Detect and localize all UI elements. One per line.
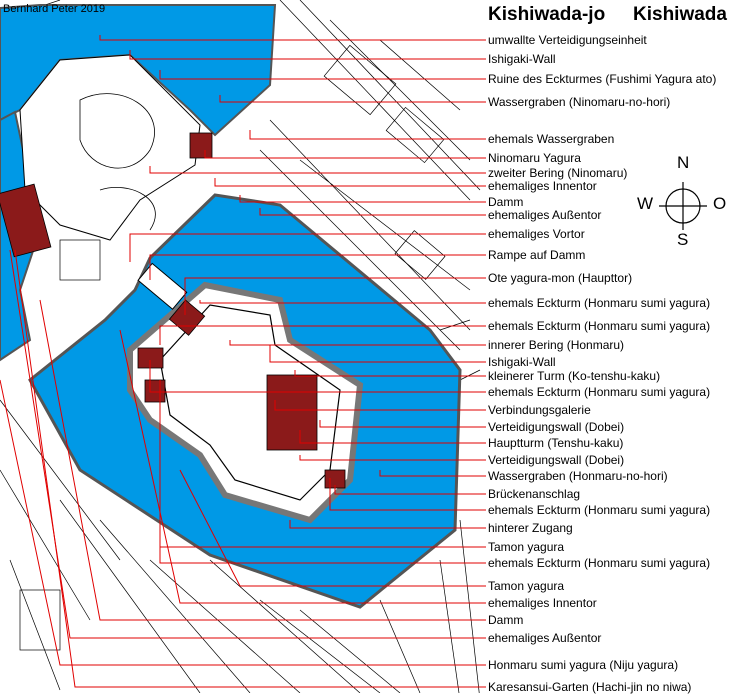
street-grid (0, 0, 481, 693)
leader-line (289, 520, 486, 529)
sumi-yagura-2 (144, 379, 166, 403)
map-label: kleinerer Turm (Ko-tenshu-kaku) (488, 369, 661, 383)
compass-south: S (677, 230, 689, 249)
map-label: Tamon yagura (488, 540, 565, 554)
map-label: Wassergraben (Honmaru-no-hori) (488, 469, 668, 483)
map-label: Honmaru sumi yagura (Niju yagura) (488, 658, 679, 672)
map-label: Wassergraben (Ninomaru-no-hori) (488, 95, 671, 109)
credit: Bernhard Peter 2019 (3, 3, 106, 15)
leader-line (219, 95, 486, 103)
leader-line (229, 340, 486, 346)
leader-line (239, 195, 486, 203)
map-label: Ishigaki-Wall (488, 355, 556, 369)
map-label: ehemaliges Innentor (488, 596, 597, 610)
map-label: innerer Bering (Honmaru) (488, 338, 625, 352)
tenshu-kaku (266, 374, 318, 451)
leader-line (149, 254, 486, 280)
leader-line (214, 178, 486, 187)
map-label: ehemals Eckturm (Honmaru sumi yagura) (488, 319, 711, 333)
map-label: Ote yagura-mon (Haupttor) (488, 271, 633, 285)
leader-line (39, 299, 486, 621)
leader-line (259, 208, 486, 216)
map-label: Verbindungsgalerie (488, 403, 591, 417)
leader-line (299, 430, 486, 444)
map-label: ehemals Wassergraben (488, 132, 615, 146)
leader-line (159, 70, 486, 80)
map-label: ehemaliges Außentor (488, 208, 602, 222)
subtitle: Kishiwada (633, 4, 727, 25)
map-label: Tamon yagura (488, 579, 565, 593)
map-label: Brückenanschlag (488, 487, 581, 501)
leader-line (184, 277, 486, 315)
leader-line (149, 360, 486, 393)
leader-line (129, 233, 486, 262)
leader-line (159, 325, 486, 345)
leader-line (204, 150, 486, 159)
leader-line (0, 379, 486, 666)
leader-line (334, 485, 486, 495)
leader-line (159, 380, 486, 564)
leader-line (119, 329, 486, 604)
map-label: ehemals Eckturm (Honmaru sumi yagura) (488, 385, 711, 399)
leader-line (179, 469, 486, 587)
compass-north: N (677, 153, 690, 172)
map-label: Hauptturm (Tenshu-kaku) (488, 436, 624, 450)
leader-line (199, 300, 486, 304)
leader-line (129, 50, 486, 60)
leader-line (379, 470, 486, 477)
leader-line (294, 370, 486, 377)
leader-line (269, 345, 486, 363)
map-label: Rampe auf Damm (488, 248, 586, 262)
leader-line (149, 166, 486, 174)
map-label: umwallte Verteidigungseinheit (488, 33, 647, 47)
map-label: Karesansui-Garten (Hachi-jin no niwa) (488, 680, 692, 694)
map-label: Verteidigungswall (Dobei) (488, 420, 625, 434)
leader-line (299, 455, 486, 461)
leader-line (274, 400, 486, 411)
compass-west: W (637, 194, 654, 213)
compass-rose-icon (659, 182, 707, 230)
map-label: ehemals Eckturm (Honmaru sumi yagura) (488, 296, 711, 310)
map-label: hinterer Zugang (488, 521, 573, 535)
map-label: ehemals Eckturm (Honmaru sumi yagura) (488, 556, 711, 570)
map-label: Ninomaru Yagura (488, 151, 581, 165)
ninomaru-yagura (0, 183, 52, 258)
map-label: zweiter Bering (Ninomaru) (488, 166, 628, 180)
map-label: ehemaliges Vortor (488, 227, 585, 241)
ninomaru-area (19, 54, 201, 241)
garden-paths (79, 93, 156, 231)
fushimi-yagura-ruin (189, 132, 213, 159)
leader-line (14, 249, 486, 688)
map-label: ehemaliges Innentor (488, 179, 597, 193)
leader-line (9, 249, 486, 639)
map-label: ehemals Eckturm (Honmaru sumi yagura) (488, 503, 711, 517)
leader-line (319, 420, 486, 428)
title: Kishiwada-jo (488, 4, 606, 25)
leader-line (99, 35, 486, 41)
leader-line (249, 130, 486, 140)
compass-east: O (713, 194, 727, 213)
map-label: Ishigaki-Wall (488, 52, 556, 66)
map-label: Verteidigungswall (Dobei) (488, 453, 625, 467)
map-label: Damm (488, 195, 524, 209)
map-label: ehemaliges Außentor (488, 631, 602, 645)
map-label: Damm (488, 613, 524, 627)
leader-line (329, 478, 486, 511)
map-label: Ruine des Eckturmes (Fushimi Yagura ato) (488, 72, 717, 86)
